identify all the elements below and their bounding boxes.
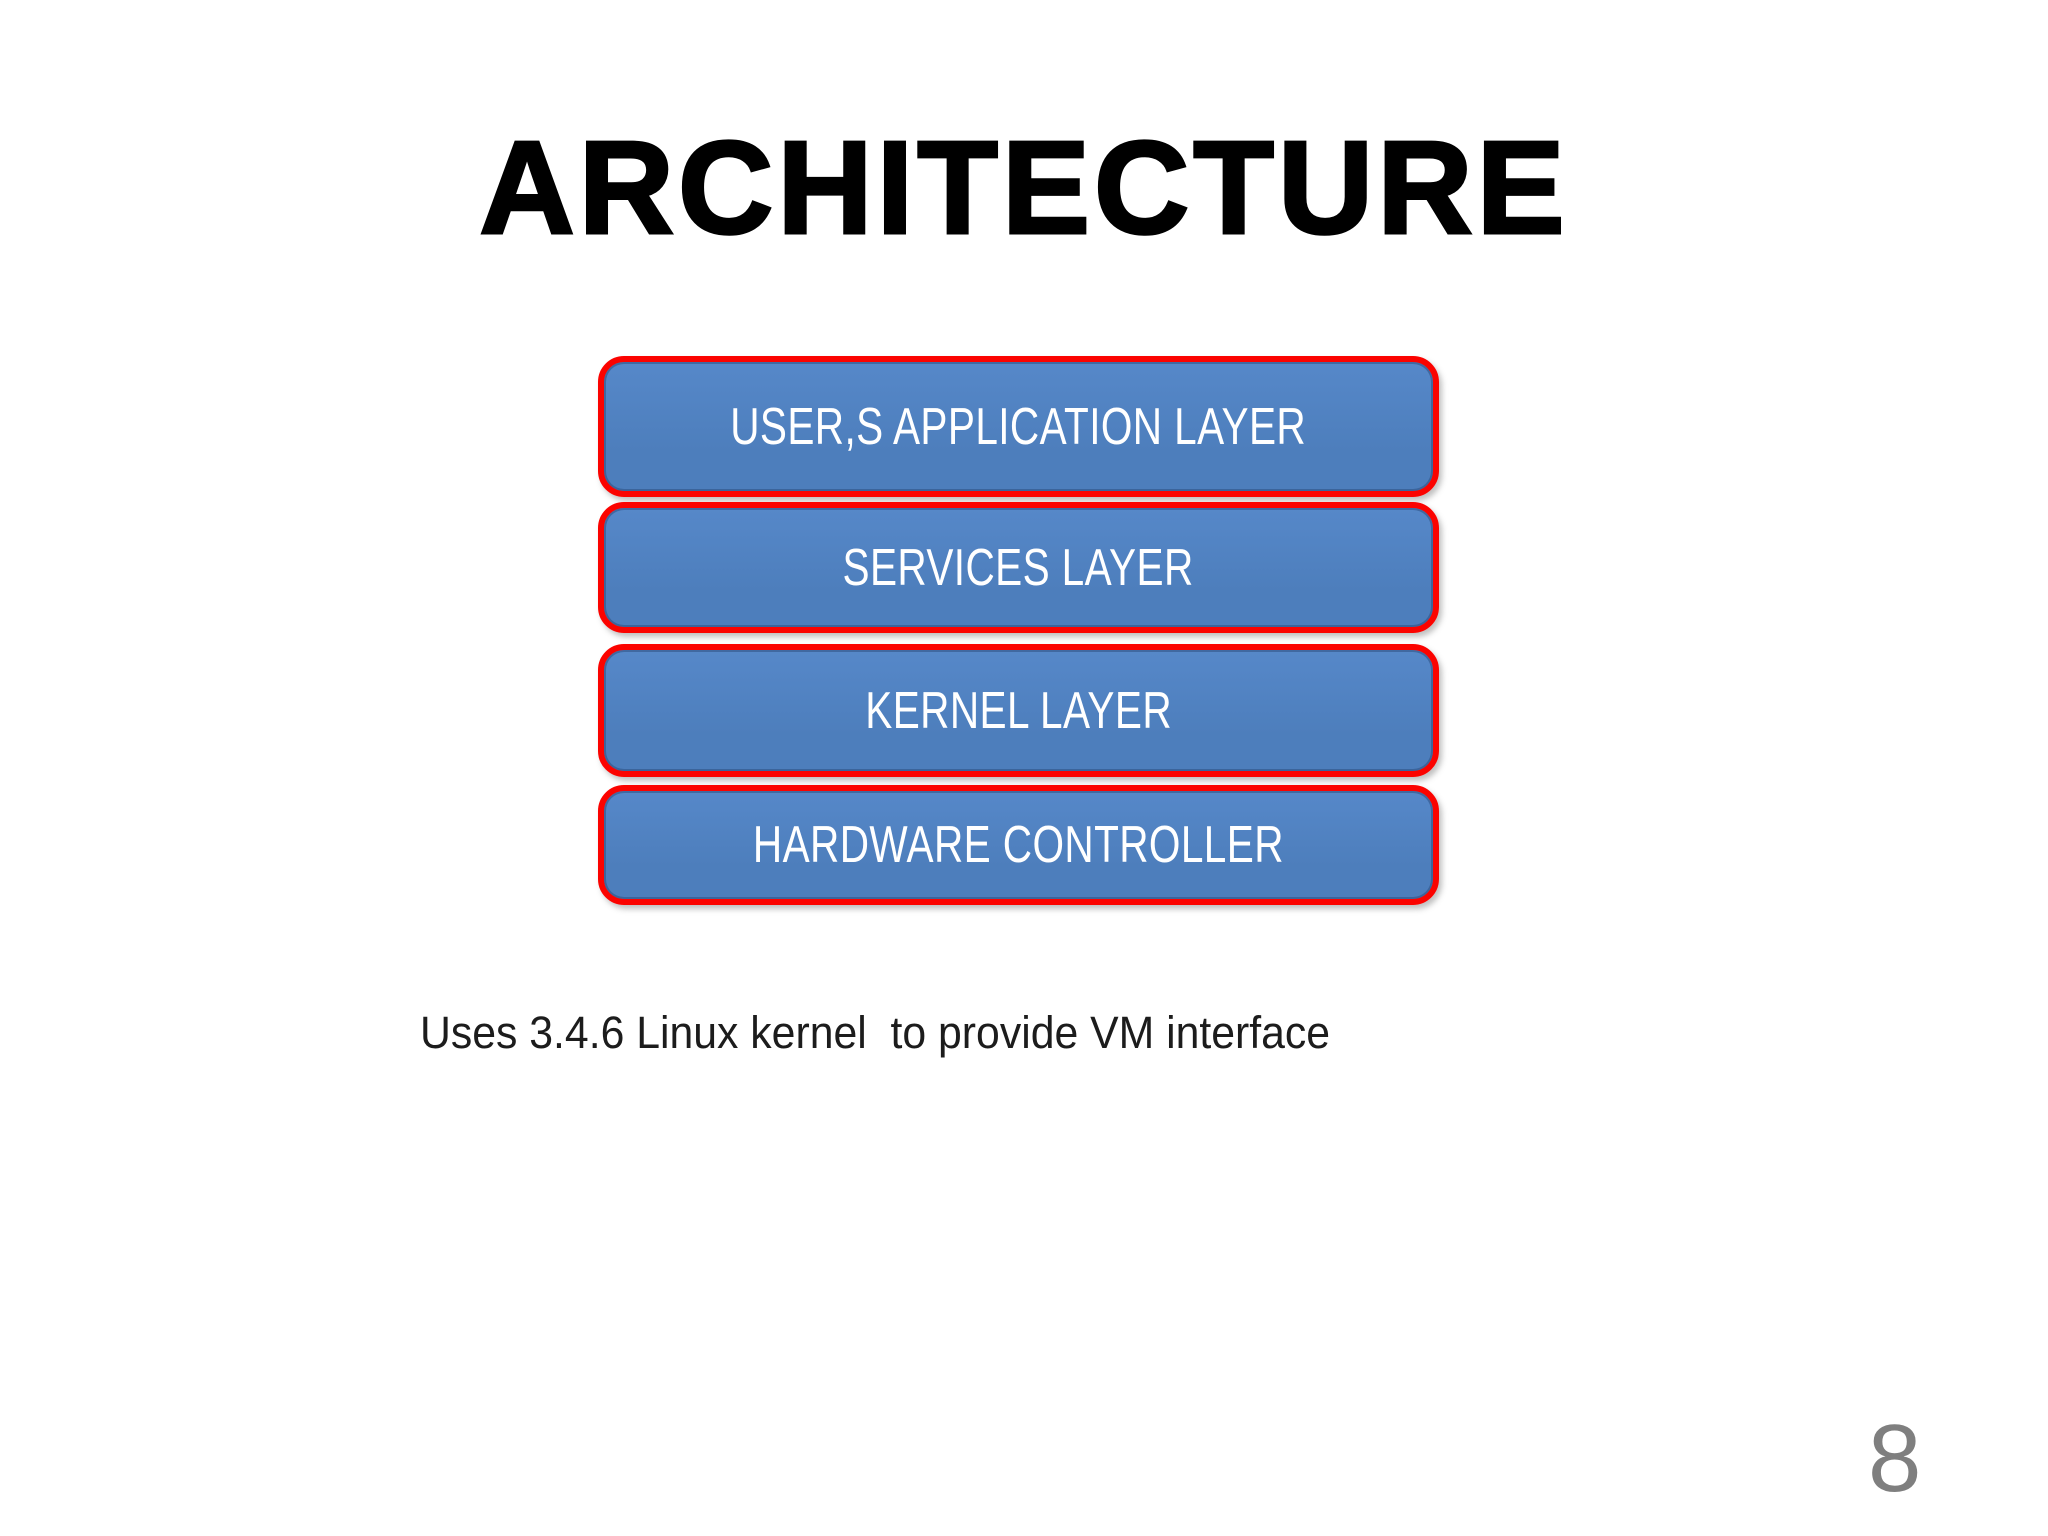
page-number: 8	[1868, 1405, 1922, 1512]
layer-box-hardware-controller: HARDWARE CONTROLLER	[598, 785, 1439, 905]
layer-label-kernel: KERNEL LAYER	[865, 681, 1172, 740]
layer-label-services: SERVICES LAYER	[842, 538, 1195, 597]
layer-box-users-application: USER,S APPLICATION LAYER	[598, 356, 1439, 497]
slide-title: ARCHITECTURE	[478, 113, 1569, 263]
layer-box-kernel: KERNEL LAYER	[598, 644, 1439, 777]
caption-text: Uses 3.4.6 Linux kernel to provide VM in…	[420, 1007, 1331, 1058]
layer-box-services: SERVICES LAYER	[598, 502, 1439, 633]
layer-label-hardware-controller: HARDWARE CONTROLLER	[752, 816, 1284, 874]
layer-label-users-application: USER,S APPLICATION LAYER	[730, 397, 1307, 456]
